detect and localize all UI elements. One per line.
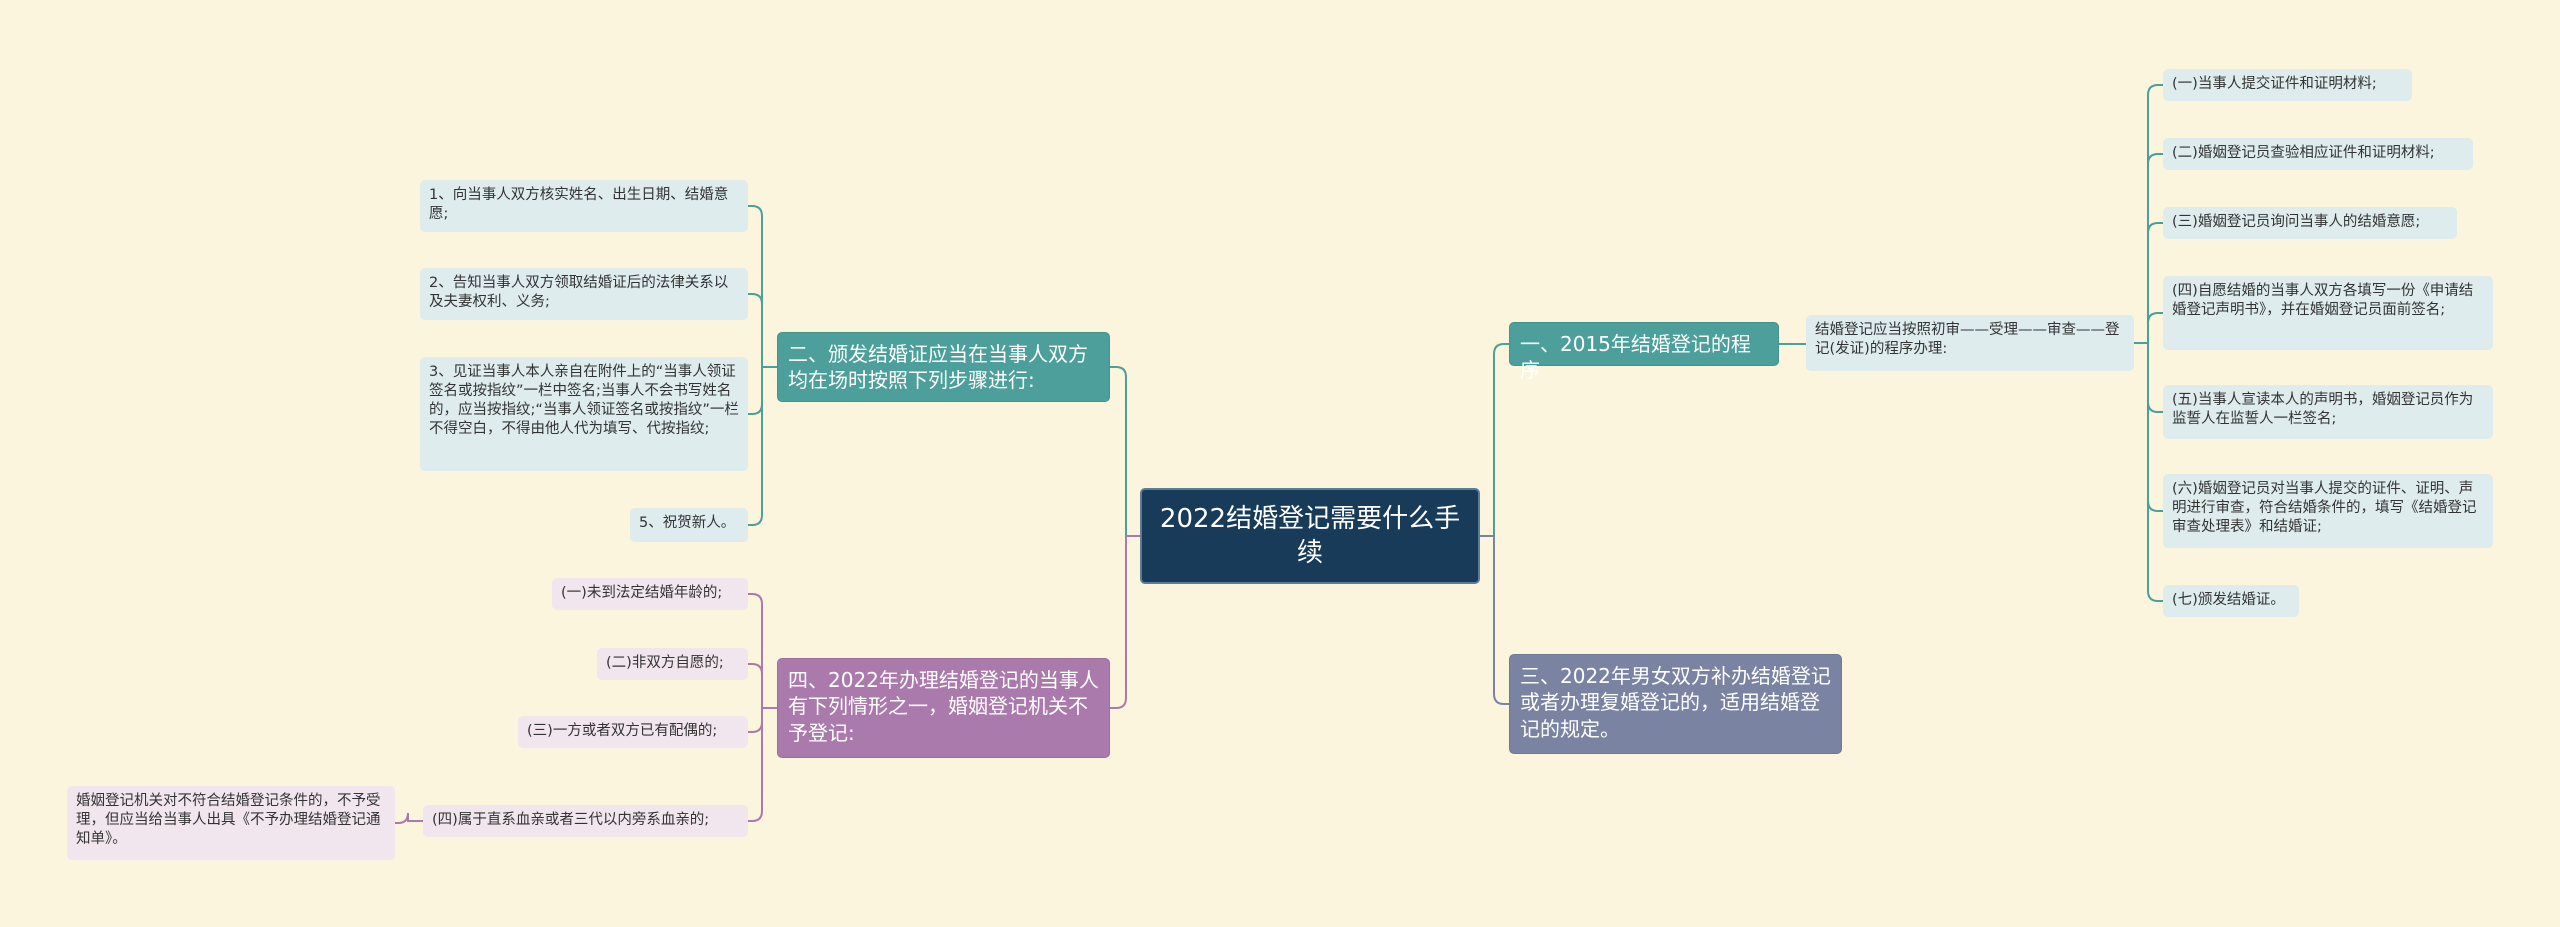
procedure-step-5[interactable]: (五)当事人宣读本人的声明书，婚姻登记员作为监誓人在监誓人一栏签名; xyxy=(2163,385,2493,439)
link-root-branch3 xyxy=(1480,535,1509,705)
certificate-step-5[interactable]: 5、祝贺新人。 xyxy=(630,508,748,542)
branch-refusal-conditions[interactable]: 四、2022年办理结婚登记的当事人有下列情形之一，婚姻登记机关不予登记: xyxy=(777,658,1110,758)
link-branch4-item-1 xyxy=(748,593,777,709)
branch-label: 三、2022年男女双方补办结婚登记或者办理复婚登记的，适用结婚登记的规定。 xyxy=(1520,664,1831,741)
item-text: (二)非双方自愿的; xyxy=(606,655,724,671)
item-text: 1、向当事人双方核实姓名、出生日期、结婚意愿; xyxy=(429,187,729,223)
link-branch4-item-4 xyxy=(748,707,777,822)
branch-make-up-registration[interactable]: 三、2022年男女双方补办结婚登记或者办理复婚登记的，适用结婚登记的规定。 xyxy=(1509,654,1842,754)
step-text: (二)婚姻登记员查验相应证件和证明材料; xyxy=(2172,145,2435,161)
root-topic[interactable]: 2022结婚登记需要什么手续 xyxy=(1140,488,1480,584)
link-intro-step-3 xyxy=(2134,222,2163,344)
procedure-step-4[interactable]: (四)自愿结婚的当事人双方各填写一份《申请结婚登记声明书》，并在婚姻登记员面前签… xyxy=(2163,276,2493,350)
link-root-branch4 xyxy=(1110,535,1140,709)
procedure-step-6[interactable]: (六)婚姻登记员对当事人提交的证件、证明、声明进行审查，符合结婚条件的，填写《结… xyxy=(2163,474,2493,548)
step-text: (三)婚姻登记员询问当事人的结婚意愿; xyxy=(2172,214,2421,230)
link-intro-step-7 xyxy=(2134,342,2163,602)
procedure-intro[interactable]: 结婚登记应当按照初审——受理——审查——登记(发证)的程序办理: xyxy=(1806,315,2134,371)
step-text: (七)颁发结婚证。 xyxy=(2172,592,2285,608)
link-branch2-item-1 xyxy=(748,205,777,368)
procedure-step-7[interactable]: (七)颁发结婚证。 xyxy=(2163,585,2299,617)
step-text: (六)婚姻登记员对当事人提交的证件、证明、声明进行审查，符合结婚条件的，填写《结… xyxy=(2172,481,2477,536)
link-intro-step-4 xyxy=(2134,312,2163,344)
link-root-branch2 xyxy=(1110,366,1140,537)
step-text: (五)当事人宣读本人的声明书，婚姻登记员作为监誓人在监誓人一栏签名; xyxy=(2172,392,2474,428)
procedure-step-3[interactable]: (三)婚姻登记员询问当事人的结婚意愿; xyxy=(2163,207,2457,239)
item-text: 3、见证当事人本人亲自在附件上的“当事人领证签名或按指纹”一栏中签名;当事人不会… xyxy=(429,364,739,438)
link-branch4-item-2 xyxy=(748,663,777,709)
refusal-condition-2[interactable]: (二)非双方自愿的; xyxy=(597,648,748,680)
branch-label: 二、颁发结婚证应当在当事人双方均在场时按照下列步骤进行: xyxy=(788,342,1088,393)
item-text: 2、告知当事人双方领取结婚证后的法律关系以及夫妻权利、义务; xyxy=(429,275,729,311)
refusal-condition-1[interactable]: (一)未到法定结婚年龄的; xyxy=(552,578,748,610)
link-branch2-item-2 xyxy=(748,293,777,368)
branch-label: 四、2022年办理结婚登记的当事人有下列情形之一，婚姻登记机关不予登记: xyxy=(788,668,1099,745)
link-intro-step-2 xyxy=(2134,153,2163,344)
root-topic-label: 2022结婚登记需要什么手续 xyxy=(1159,503,1461,568)
note-text: 婚姻登记机关对不符合结婚登记条件的，不予受理，但应当给当事人出具《不予办理结婚登… xyxy=(76,793,381,848)
item-text: 5、祝贺新人。 xyxy=(639,515,736,531)
certificate-step-3[interactable]: 3、见证当事人本人亲自在附件上的“当事人领证签名或按指纹”一栏中签名;当事人不会… xyxy=(420,357,748,471)
refusal-condition-4[interactable]: (四)属于直系血亲或者三代以内旁系血亲的; xyxy=(423,805,748,837)
branch-issue-certificate[interactable]: 二、颁发结婚证应当在当事人双方均在场时按照下列步骤进行: xyxy=(777,332,1110,402)
link-condition4-note xyxy=(395,812,423,824)
item-text: (三)一方或者双方已有配偶的; xyxy=(527,723,718,739)
procedure-step-1[interactable]: (一)当事人提交证件和证明材料; xyxy=(2163,69,2412,101)
refusal-condition-3[interactable]: (三)一方或者双方已有配偶的; xyxy=(518,716,748,748)
link-root-branch1 xyxy=(1480,343,1509,537)
procedure-intro-text: 结婚登记应当按照初审——受理——审查——登记(发证)的程序办理: xyxy=(1815,322,2120,358)
step-text: (四)自愿结婚的当事人双方各填写一份《申请结婚登记声明书》，并在婚姻登记员面前签… xyxy=(2172,283,2474,319)
item-text: (四)属于直系血亲或者三代以内旁系血亲的; xyxy=(432,812,710,828)
link-branch2-item-4 xyxy=(748,366,777,526)
procedure-step-2[interactable]: (二)婚姻登记员查验相应证件和证明材料; xyxy=(2163,138,2473,170)
refusal-note[interactable]: 婚姻登记机关对不符合结婚登记条件的，不予受理，但应当给当事人出具《不予办理结婚登… xyxy=(67,786,395,860)
link-intro-step-1 xyxy=(2134,84,2163,344)
item-text: (一)未到法定结婚年龄的; xyxy=(561,585,723,601)
certificate-step-1[interactable]: 1、向当事人双方核实姓名、出生日期、结婚意愿; xyxy=(420,180,748,232)
certificate-step-2[interactable]: 2、告知当事人双方领取结婚证后的法律关系以及夫妻权利、义务; xyxy=(420,268,748,320)
branch-label: 一、2015年结婚登记的程序 xyxy=(1520,332,1751,383)
branch-2015-procedure[interactable]: 一、2015年结婚登记的程序 xyxy=(1509,322,1779,382)
step-text: (一)当事人提交证件和证明材料; xyxy=(2172,76,2377,92)
